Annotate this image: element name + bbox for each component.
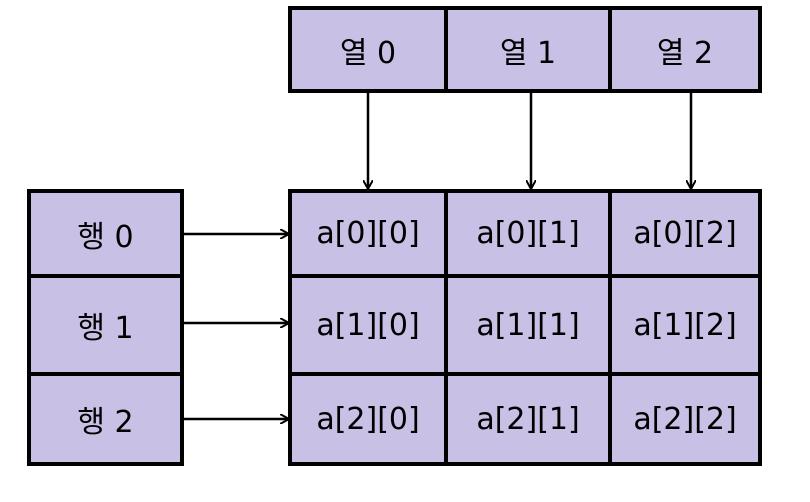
array-cell: a[2][0] [288,372,448,466]
array-cell: a[0][2] [608,189,762,278]
row-label-1: 행 1 [27,274,184,376]
column-label-2: 열 2 [608,6,762,93]
array-cell: a[2][1] [444,372,612,466]
column-label-1: 열 1 [444,6,612,93]
array-cell: a[1][2] [608,274,762,376]
array-cell: a[1][0] [288,274,448,376]
array-cell: a[0][1] [444,189,612,278]
array-cell: a[0][0] [288,189,448,278]
array-cell: a[2][2] [608,372,762,466]
row-label-2: 행 2 [27,372,184,466]
row-label-0: 행 0 [27,189,184,278]
column-label-0: 열 0 [288,6,448,93]
